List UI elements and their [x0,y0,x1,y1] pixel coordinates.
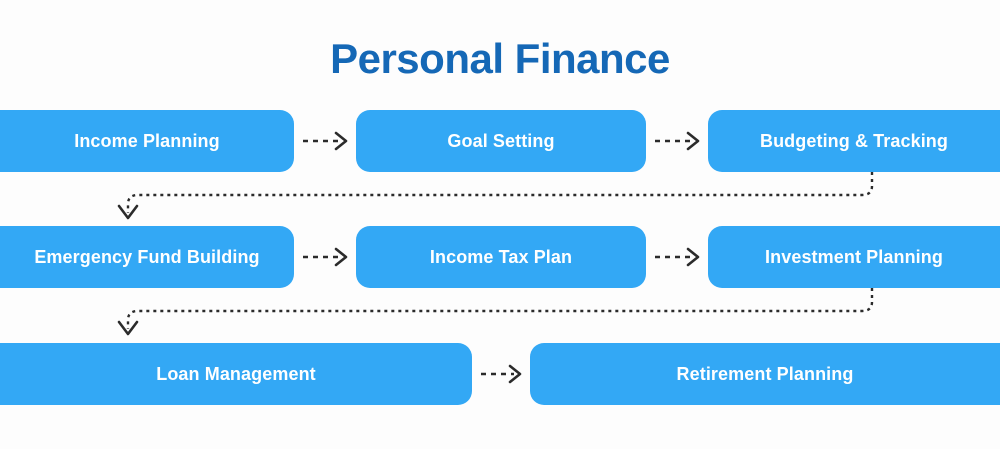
node-loan-management[interactable]: Loan Management [0,343,472,405]
arrow-income-tax-plan-to-investment-planning [655,247,700,267]
arrow-investment-planning-to-loan-management [117,288,874,336]
node-goal-setting[interactable]: Goal Setting [356,110,646,172]
node-label: Income Planning [74,130,220,151]
node-emergency-fund-building[interactable]: Emergency Fund Building [0,226,294,288]
node-label: Loan Management [156,363,316,384]
node-label: Budgeting & Tracking [759,130,948,151]
node-investment-planning[interactable]: Investment Planning [708,226,1000,288]
page-title: Personal Finance [330,35,670,82]
node-budgeting-and-tracking[interactable]: Budgeting & Tracking [708,110,1000,172]
node-label: Investment Planning [765,246,943,267]
node-income-planning[interactable]: Income Planning [0,110,294,172]
node-retirement-planning[interactable]: Retirement Planning [530,343,1000,405]
node-label: Retirement Planning [676,363,854,384]
arrow-emergency-fund-to-income-tax-plan [303,247,348,267]
arrow-income-planning-to-goal-setting [303,131,348,151]
node-label: Emergency Fund Building [34,246,260,267]
arrow-goal-setting-to-budgeting [655,131,700,151]
node-income-tax-plan[interactable]: Income Tax Plan [356,226,646,288]
arrow-loan-management-to-retirement-planning [481,364,522,384]
node-label: Goal Setting [447,130,555,151]
node-label: Income Tax Plan [429,246,573,267]
arrow-budgeting-to-emergency-fund [117,172,874,220]
